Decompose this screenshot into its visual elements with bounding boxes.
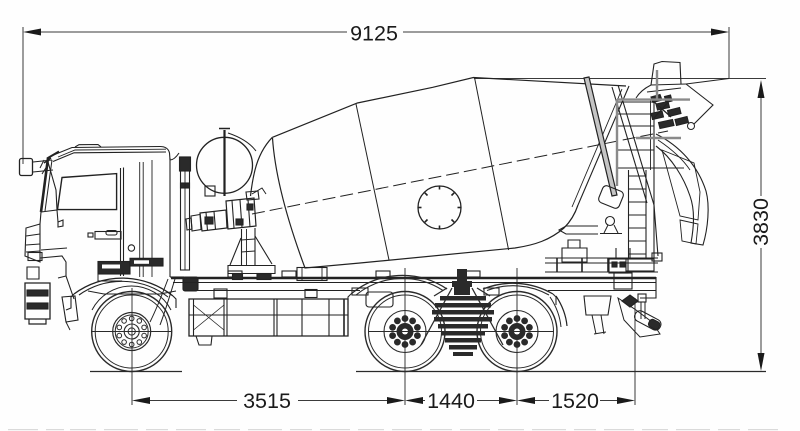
- svg-text:1520: 1520: [551, 389, 599, 413]
- svg-text:1440: 1440: [427, 389, 475, 413]
- svg-text:9125: 9125: [350, 22, 398, 46]
- svg-text:3830: 3830: [749, 198, 773, 246]
- svg-text:3515: 3515: [243, 389, 291, 413]
